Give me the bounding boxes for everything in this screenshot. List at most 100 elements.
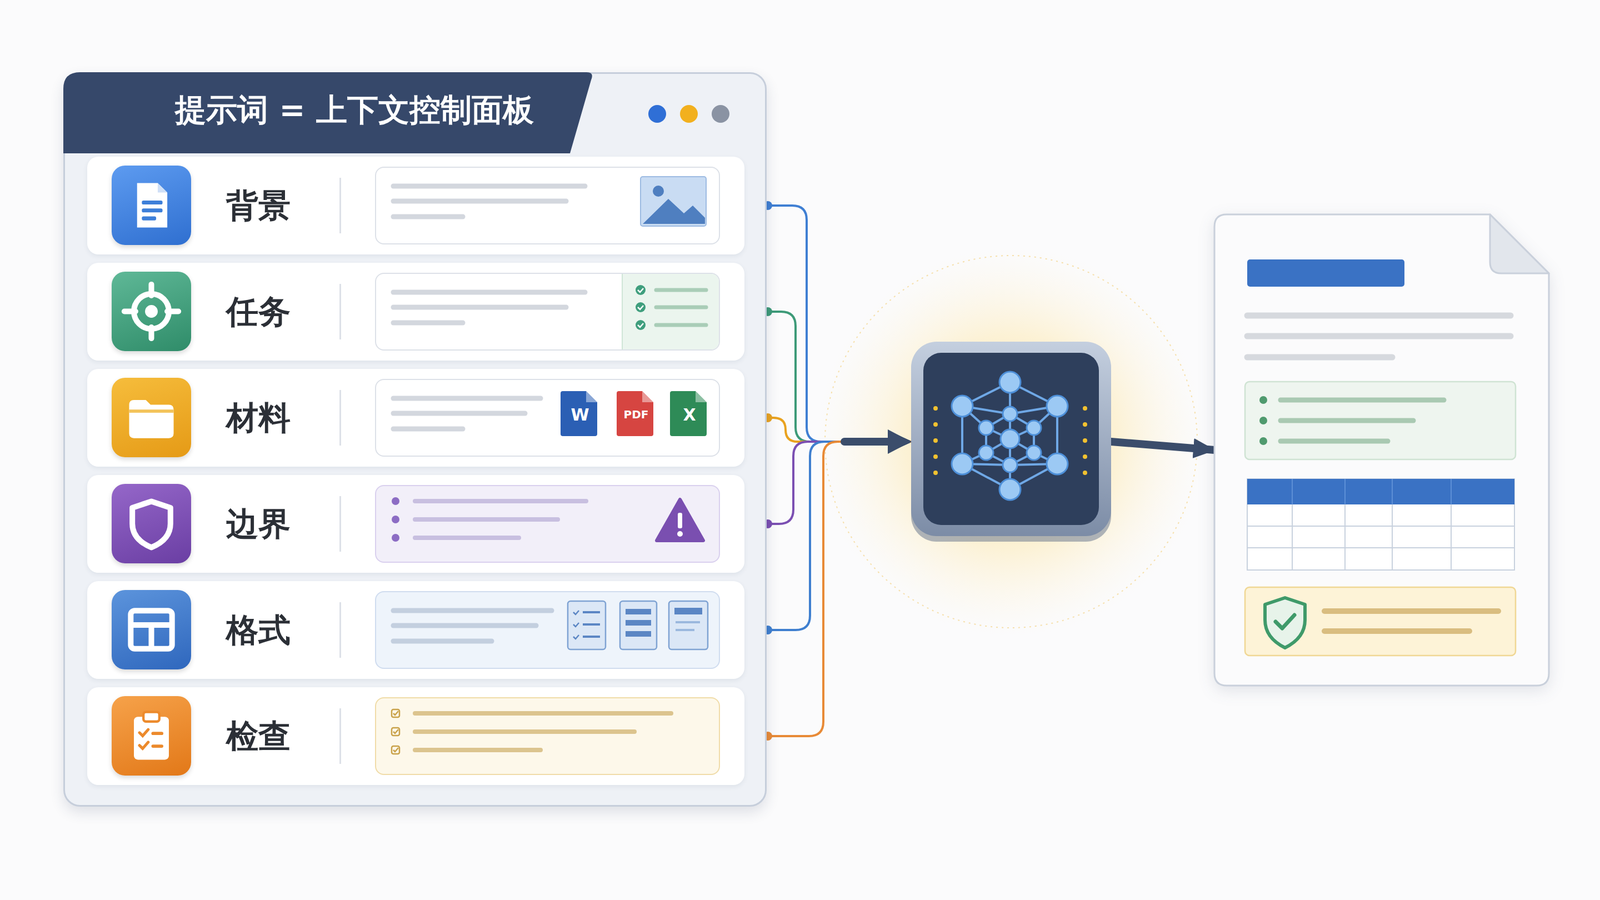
shape-circle — [933, 454, 938, 459]
shape-path — [586, 391, 598, 403]
shape-line — [1344, 478, 1346, 505]
shape-line — [1247, 547, 1515, 549]
shape-line — [1344, 478, 1346, 570]
shape-circle — [933, 470, 938, 475]
shape-rect — [128, 409, 174, 413]
context-row: 格式 — [87, 581, 745, 679]
shape-rect — [391, 709, 400, 718]
panel-title: 提示词 = 上下文控制面板 — [175, 73, 534, 147]
shape-rect — [911, 341, 1112, 537]
ai-chip — [911, 341, 1112, 542]
file-type-label: W — [561, 405, 599, 425]
shape-rect — [391, 746, 400, 754]
shape-line — [1324, 628, 1470, 634]
placeholder-lines — [375, 697, 720, 775]
shape-line — [656, 323, 707, 328]
row-icon-glyph — [111, 483, 192, 564]
placeholder-lines — [375, 591, 720, 669]
row-label: 边界 — [226, 475, 291, 573]
connector — [744, 441, 912, 630]
shape-path — [637, 323, 644, 328]
shape-path — [157, 182, 168, 193]
shape-path — [128, 400, 174, 439]
placeholder-box: WPDFX — [375, 378, 720, 457]
shape-rect — [1245, 587, 1516, 656]
row-label: 任务 — [226, 262, 291, 361]
shape-path — [393, 747, 399, 752]
shape-circle — [999, 371, 1021, 393]
shape-line — [393, 411, 525, 417]
shape-rect — [1247, 259, 1405, 287]
shape-circle — [635, 302, 646, 313]
placeholder-lines — [375, 378, 720, 457]
shape-line — [1280, 418, 1414, 424]
shape-line — [393, 608, 552, 614]
shape-line — [1391, 478, 1393, 505]
shape-line — [393, 623, 537, 629]
shape-path — [393, 729, 399, 734]
shape-circle — [145, 305, 158, 318]
shape-circle — [652, 185, 664, 197]
shape-line — [393, 426, 463, 432]
shape-circle — [635, 285, 646, 295]
shape-circle — [1002, 406, 1018, 422]
shape-rect — [1247, 478, 1515, 570]
connector — [744, 441, 912, 524]
shape-path — [1275, 615, 1295, 629]
shape-rect — [151, 744, 164, 748]
shape-rect — [130, 610, 172, 649]
shape-rect — [625, 631, 652, 637]
shape-line — [393, 638, 492, 644]
shape-rect — [923, 352, 1099, 525]
shape-line — [582, 611, 600, 614]
shape-circle — [635, 320, 646, 330]
window-dot — [680, 105, 698, 123]
context-row: 检查 — [87, 687, 745, 785]
shape-line — [1247, 354, 1393, 361]
shape-path — [622, 272, 720, 351]
shape-line — [167, 308, 179, 314]
row-separator — [339, 283, 342, 340]
row-icon-glyph — [111, 590, 192, 670]
shape-circle — [951, 453, 973, 475]
shape-line — [415, 535, 519, 540]
placeholder-box — [375, 166, 720, 245]
placeholder-lines — [375, 485, 720, 563]
shape-line — [1247, 333, 1511, 340]
chip-graphic — [911, 341, 1112, 542]
shape-line — [415, 747, 541, 753]
shape-circle — [677, 531, 683, 537]
row-icon — [111, 483, 192, 564]
placeholder-box — [375, 272, 720, 351]
row-icon — [111, 590, 192, 670]
shape-line — [582, 623, 600, 626]
shape-path — [1490, 214, 1549, 274]
shape-rect — [141, 200, 163, 205]
row-separator — [339, 602, 342, 658]
context-row: 材料WPDFX — [87, 368, 745, 467]
shape-line — [148, 327, 154, 339]
shape-circle — [391, 515, 400, 524]
placeholder-box — [375, 591, 720, 669]
shape-rect — [620, 601, 657, 650]
placeholder-box — [375, 485, 720, 563]
merge-arrowhead — [887, 429, 912, 454]
shape-circle — [1082, 422, 1088, 427]
shape-rect — [625, 608, 652, 615]
shape-line — [148, 625, 154, 649]
control-panel: 提示词 = 上下文控制面板背景任务材料WPDFX边界格式检查 — [63, 72, 767, 807]
file-type-label: PDF — [617, 407, 655, 422]
output-document — [1214, 214, 1549, 686]
shape-rect — [1247, 478, 1515, 505]
shape-circle — [391, 533, 400, 542]
shape-rect — [668, 601, 708, 650]
connector — [1111, 441, 1215, 450]
shape-line — [1291, 478, 1293, 505]
shape-circle — [1082, 454, 1088, 459]
connector — [744, 311, 912, 442]
shape-line — [393, 396, 541, 402]
shape-path — [642, 198, 705, 224]
shape-line — [415, 498, 587, 504]
context-row: 背景 — [87, 156, 745, 255]
shape-rect — [141, 208, 163, 213]
